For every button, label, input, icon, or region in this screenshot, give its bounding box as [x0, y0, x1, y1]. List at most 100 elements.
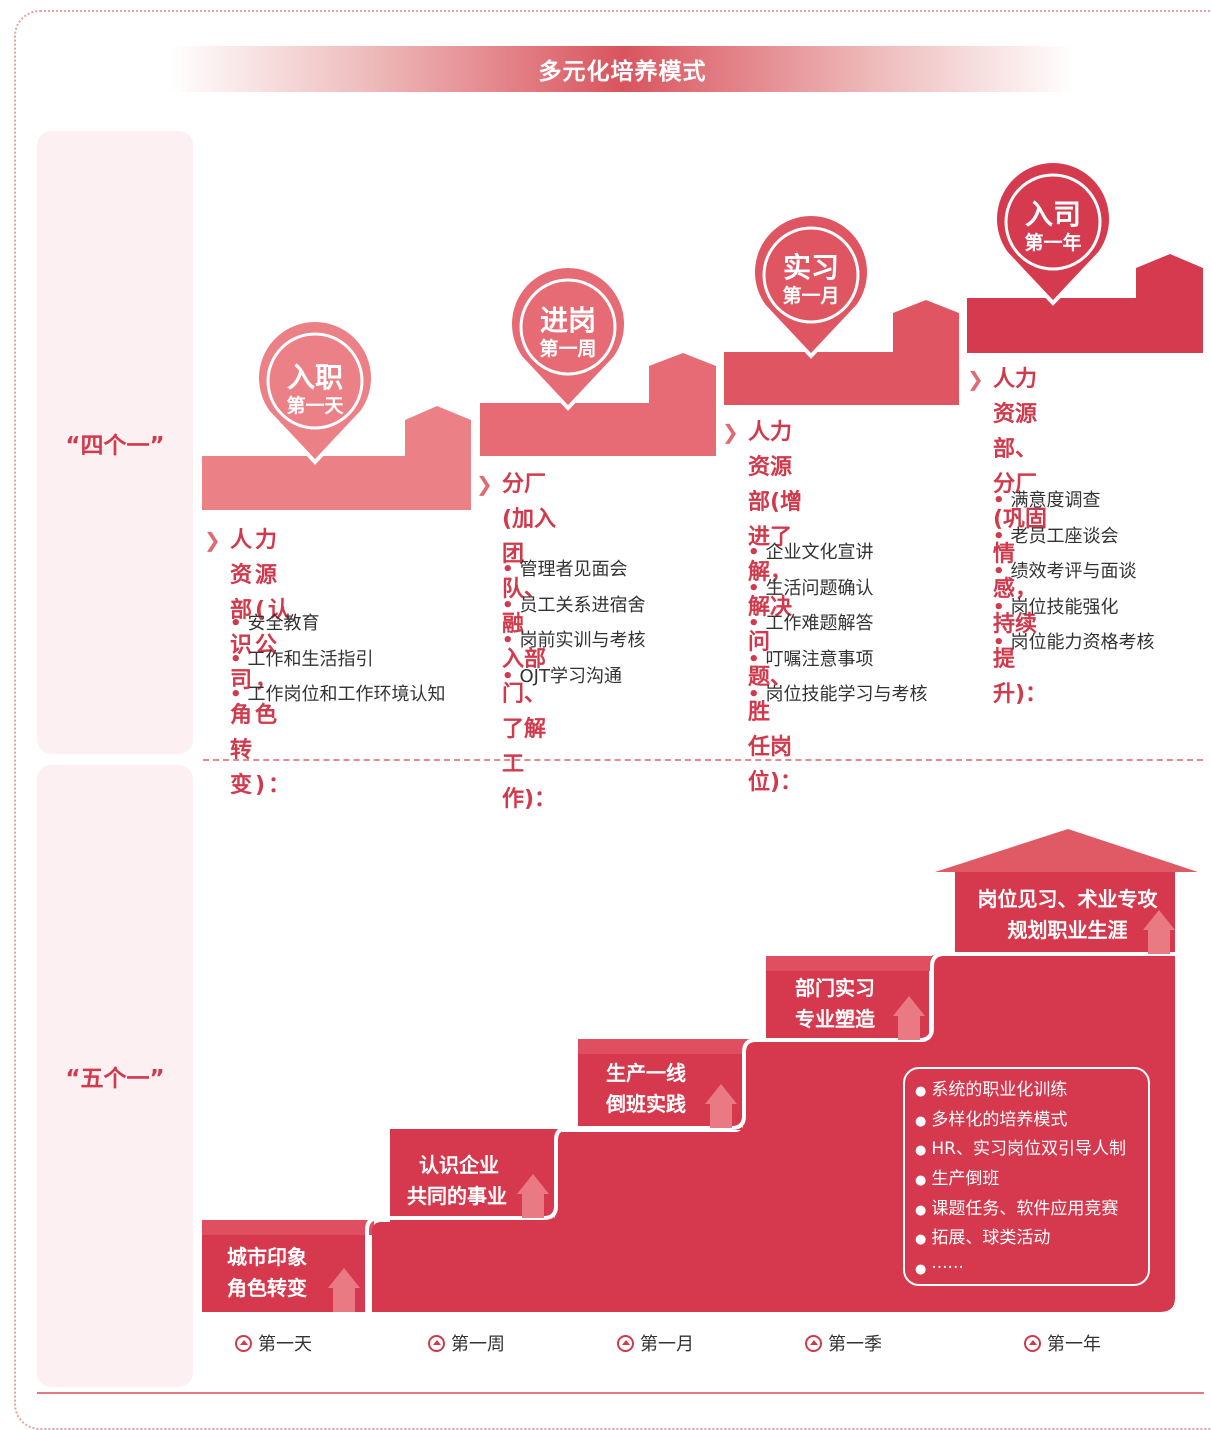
pin-label-2: 进岗 第一周 — [518, 305, 618, 361]
list-item: 企业文化宣讲 — [748, 535, 928, 571]
stage-4-list: 满意度调查 老员工座谈会 绩效考评与面谈 岗位技能强化 岗位能力资格考核 — [993, 483, 1155, 661]
pin-sub-3: 第一月 — [782, 285, 840, 307]
stage-4-heading-line: 升)： — [993, 682, 1048, 707]
list-item: 工作难题解答 — [748, 606, 928, 642]
pin-sub-2: 第一周 — [539, 338, 597, 360]
stage-2-list: 管理者见面会 员工关系进宿舍 岗前实训与考核 OJT学习沟通 — [502, 552, 646, 694]
stage-block-4 — [967, 254, 1203, 353]
arrow-up-icon — [705, 1084, 737, 1128]
timeline-item-day: 第一天 — [235, 1330, 312, 1356]
timeline-item-season: 第一季 — [805, 1330, 882, 1356]
bottom-rule — [37, 1392, 1204, 1394]
section-label-five: “五个一” — [37, 765, 193, 1387]
step-tread-3 — [578, 1039, 750, 1054]
arrow-up-icon — [1143, 910, 1175, 954]
up-circle-icon — [1024, 1334, 1041, 1352]
stage-3-heading-line: 任岗位)： — [748, 735, 803, 795]
stage-graphic — [202, 159, 1203, 510]
step-label-4: 部门实习 专业塑造 — [795, 973, 875, 1035]
timeline-item-year: 第一年 — [1024, 1330, 1101, 1356]
pin-4 — [993, 159, 1113, 306]
timeline-label: 第一天 — [258, 1334, 312, 1355]
arrow-up-icon — [328, 1268, 360, 1312]
stage-block-3 — [724, 300, 959, 405]
feature-item: HR、实习岗位双引导人制 — [915, 1135, 1148, 1165]
feature-item: ······ — [915, 1254, 1148, 1284]
up-circle-icon — [428, 1334, 445, 1352]
feature-item: 生产倒班 — [915, 1165, 1148, 1195]
chevron-right-icon: ❯ — [204, 528, 224, 552]
step-tread-4 — [766, 956, 938, 971]
stage-block-1 — [202, 406, 471, 510]
arrow-up-icon — [893, 996, 925, 1040]
list-item: 岗前实训与考核 — [502, 623, 646, 659]
pin-2 — [508, 264, 628, 411]
timeline-label: 第一月 — [640, 1334, 694, 1355]
timeline-label: 第一年 — [1047, 1334, 1101, 1355]
list-item: 老员工座谈会 — [993, 519, 1155, 555]
feature-item: 拓展、球类活动 — [915, 1224, 1148, 1254]
up-circle-icon — [617, 1334, 634, 1352]
timeline-item-week: 第一周 — [428, 1330, 505, 1356]
step-2-line: 共同的事业 — [407, 1184, 507, 1208]
list-item: 岗位技能学习与考核 — [748, 677, 928, 713]
section-divider — [203, 759, 1203, 761]
step-5-line: 岗位见习、术业专攻 — [977, 887, 1158, 911]
chevron-right-icon: ❯ — [967, 367, 984, 391]
pin-label-1: 入职 第一天 — [265, 362, 365, 418]
step-4-line: 部门实习 — [795, 976, 875, 1000]
step-tread-1 — [202, 1220, 374, 1235]
section-label-four: “四个一” — [37, 131, 193, 754]
timeline-label: 第一季 — [828, 1334, 882, 1355]
section-four-text: “四个一” — [65, 432, 165, 459]
step-3-line: 生产一线 — [606, 1061, 686, 1085]
list-item: 满意度调查 — [993, 483, 1155, 519]
pin-main-4: 入司 — [1024, 198, 1081, 231]
pin-main-1: 入职 — [286, 361, 343, 394]
step-1-line: 城市印象 — [227, 1245, 307, 1269]
chevron-right-icon: ❯ — [476, 472, 493, 496]
stage-1-list: 安全教育 工作和生活指引 工作岗位和工作环境认知 — [230, 606, 446, 713]
list-item: 工作和生活指引 — [230, 642, 446, 678]
list-item: OJT学习沟通 — [502, 659, 646, 695]
list-item: 岗位能力资格考核 — [993, 625, 1155, 661]
list-item: 叮嘱注意事项 — [748, 642, 928, 678]
pin-sub-4: 第一年 — [1024, 232, 1082, 254]
feature-item: 多样化的培养模式 — [915, 1106, 1148, 1136]
feature-box: 系统的职业化训练 多样化的培养模式 HR、实习岗位双引导人制 生产倒班 课题任务… — [903, 1067, 1150, 1286]
staircase-body — [202, 1129, 562, 1312]
section-five-text: “五个一” — [65, 1066, 165, 1092]
timeline-label: 第一周 — [451, 1334, 505, 1355]
list-item: 管理者见面会 — [502, 552, 646, 588]
list-item: 安全教育 — [230, 606, 446, 642]
feature-item: 课题任务、软件应用竞赛 — [915, 1195, 1148, 1225]
pin-3 — [751, 212, 871, 359]
feature-item: 系统的职业化训练 — [915, 1076, 1148, 1106]
timeline-item-month: 第一月 — [617, 1330, 694, 1356]
step-label-3: 生产一线 倒班实践 — [606, 1058, 686, 1120]
staircase-roof — [935, 829, 1198, 872]
stage-3-list: 企业文化宣讲 生活问题确认 工作难题解答 叮嘱注意事项 岗位技能学习与考核 — [748, 535, 928, 713]
up-circle-icon — [805, 1334, 822, 1352]
list-item: 绩效考评与面谈 — [993, 554, 1155, 590]
step-5-line: 规划职业生涯 — [1007, 918, 1128, 942]
chevron-right-icon: ❯ — [722, 420, 739, 444]
pin-sub-1: 第一天 — [286, 395, 344, 417]
pin-label-4: 入司 第一年 — [1003, 199, 1103, 255]
pin-1 — [255, 318, 375, 465]
step-block-5 — [955, 872, 1175, 954]
list-item: 岗位技能强化 — [993, 590, 1155, 626]
step-label-5: 岗位见习、术业专攻 规划职业生涯 — [965, 884, 1170, 946]
step-label-2: 认识企业 共同的事业 — [407, 1150, 507, 1212]
stage-block-2 — [480, 353, 716, 456]
step-1-line: 角色转变 — [227, 1276, 307, 1300]
pin-label-3: 实习 第一月 — [761, 252, 861, 308]
staircase-outline — [365, 952, 1175, 1312]
pin-main-3: 实习 — [782, 251, 839, 284]
step-label-1: 城市印象 角色转变 — [227, 1242, 307, 1304]
step-4-line: 专业塑造 — [795, 1007, 875, 1031]
list-item: 员工关系进宿舍 — [502, 588, 646, 624]
title-banner: 多元化培养模式 — [170, 46, 1075, 92]
list-item: 生活问题确认 — [748, 571, 928, 607]
step-3-line: 倒班实践 — [606, 1092, 686, 1116]
